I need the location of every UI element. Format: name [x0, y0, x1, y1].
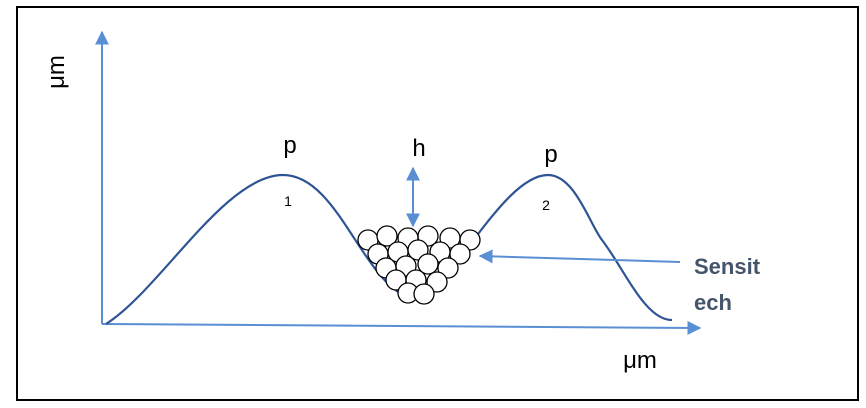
particle [437, 257, 459, 279]
peak-2-letter: p [544, 141, 557, 168]
particle [376, 225, 398, 247]
sensor-callout-arrow [478, 249, 681, 264]
height-label: h [412, 135, 425, 162]
peak-1-index: 1 [284, 193, 292, 209]
outer-border [16, 6, 859, 401]
particle [413, 283, 435, 305]
particle-cluster [357, 225, 481, 305]
particle [449, 243, 471, 265]
callout-line-1: Sensit [694, 254, 761, 279]
x-axis [101, 320, 702, 335]
y-axis-unit-label: μm [43, 55, 70, 89]
peak-1-letter: p [283, 132, 296, 159]
particle [417, 253, 439, 275]
x-axis-unit-label: μm [623, 347, 657, 374]
callout-line-2: ech [694, 290, 732, 315]
peak-2-index: 2 [542, 197, 550, 213]
